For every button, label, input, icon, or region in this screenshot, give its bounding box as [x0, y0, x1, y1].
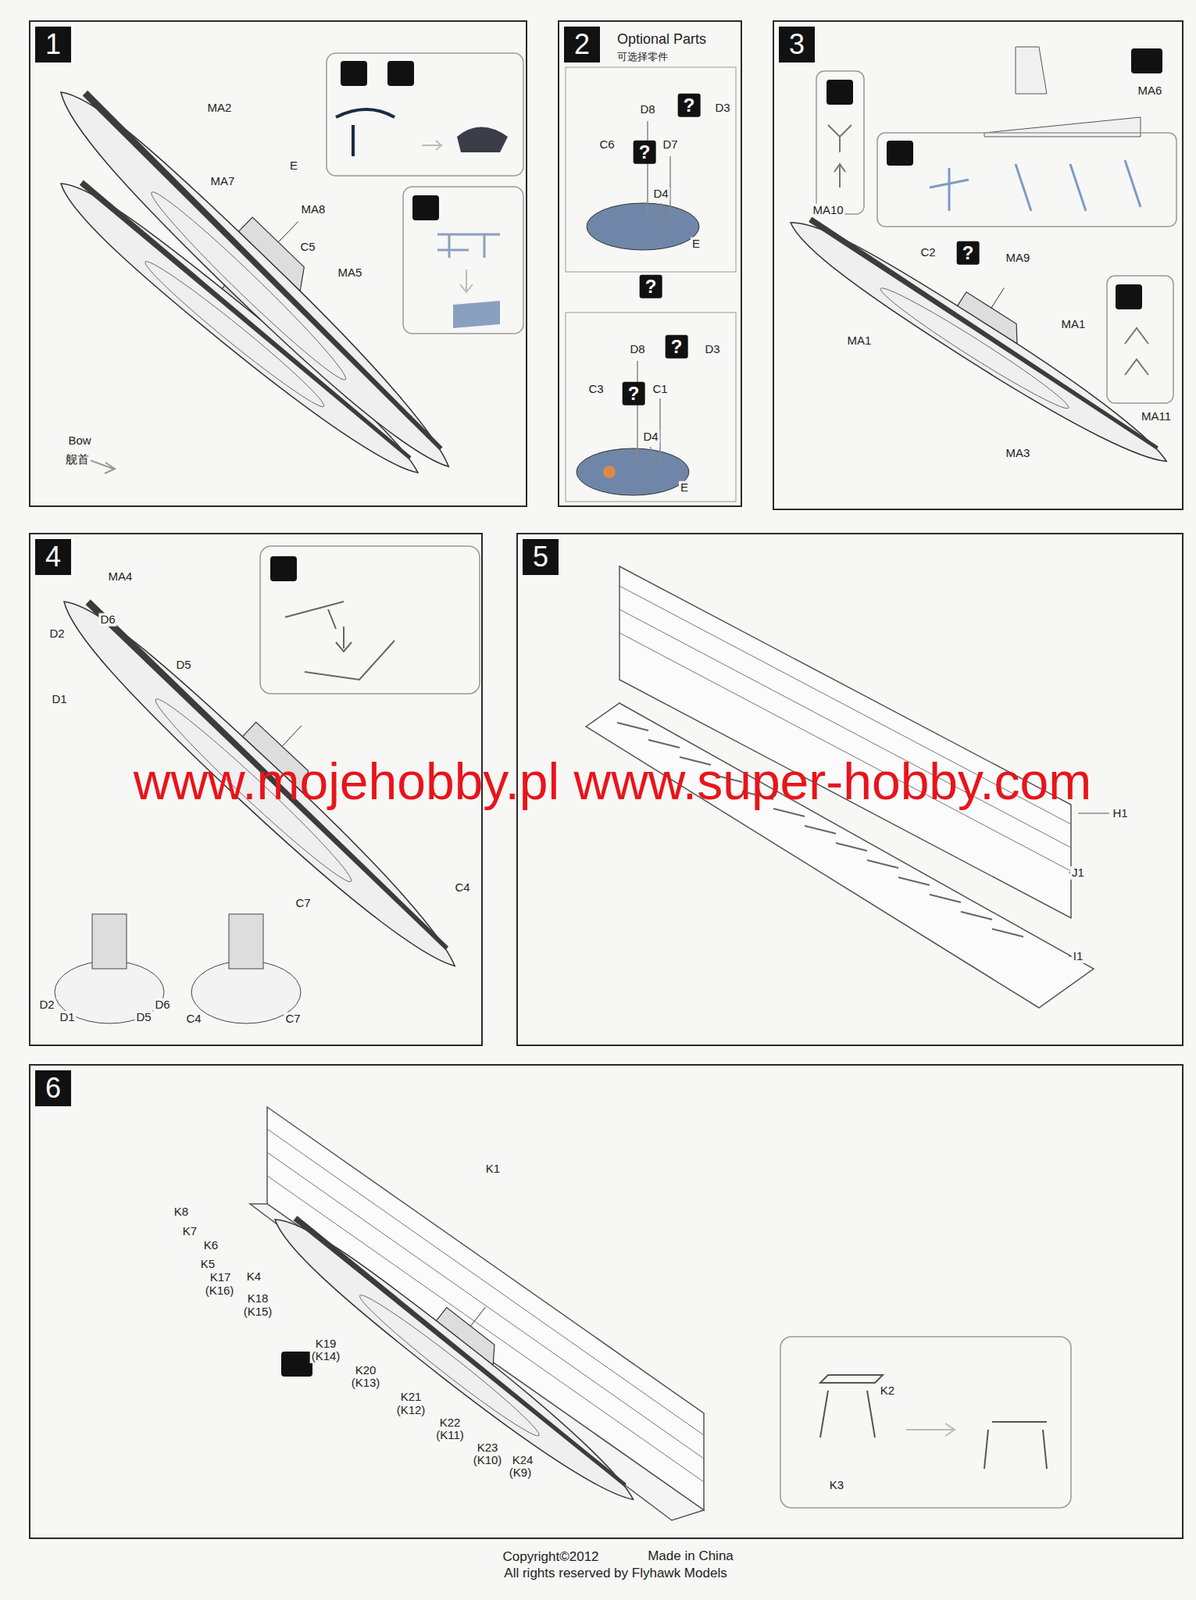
part-label: K7 — [181, 1224, 199, 1239]
part-label: K21 — [399, 1390, 424, 1404]
part-label: I1 — [1071, 949, 1086, 964]
watermark: www.mojehobby.pl www.super-hobby.com — [133, 753, 1092, 811]
part-label: 舰首 — [64, 453, 91, 467]
copyright-note: Made in China — [646, 1549, 736, 1564]
optional-icon: ? — [678, 93, 701, 118]
step-number: 2 — [564, 26, 600, 63]
part-label: MA8 — [299, 203, 328, 217]
optional-icon: ? — [622, 382, 646, 406]
part-label: (K12) — [395, 1403, 428, 1418]
step-number: 3 — [778, 26, 815, 63]
part-label: MA1 — [846, 334, 874, 348]
part-label: D4 — [641, 430, 660, 444]
step-number: 1 — [35, 26, 72, 63]
part-label: D5 — [134, 1010, 153, 1025]
part-label: C4 — [184, 1012, 203, 1026]
part-label: D6 — [98, 613, 117, 627]
part-label: K2 — [878, 1384, 897, 1398]
part-label: D8 — [638, 103, 657, 117]
part-label: K19 — [314, 1337, 339, 1351]
step-number: 5 — [522, 539, 559, 575]
part-label: MA11 — [1139, 410, 1173, 424]
part-label: (K16) — [203, 1284, 236, 1298]
optional-icon: ? — [956, 241, 980, 265]
part-label: D3 — [713, 101, 732, 115]
part-label: K8 — [172, 1205, 190, 1219]
part-label: MA10 — [810, 203, 845, 218]
step-number: 4 — [35, 539, 72, 575]
part-label: D2 — [47, 627, 66, 641]
part-label: D6 — [153, 998, 172, 1012]
part-label: K1 — [484, 1162, 502, 1176]
part-label: (K10) — [471, 1453, 504, 1468]
part-label: C2 — [918, 246, 937, 260]
optional-icon: ? — [665, 335, 689, 359]
part-label: C4 — [453, 881, 472, 895]
part-label: K24 — [510, 1453, 536, 1468]
part-label: K18 — [246, 1292, 271, 1306]
panel-heading: Optional Parts — [617, 31, 707, 48]
part-label: (K11) — [434, 1428, 466, 1443]
part-label: MA2 — [206, 101, 234, 115]
part-label: C7 — [293, 896, 312, 911]
part-label: MA6 — [1136, 84, 1164, 98]
optional-icon: ? — [639, 274, 663, 299]
part-label: MA3 — [1004, 446, 1032, 461]
step-panel: 6 — [28, 1063, 1184, 1539]
part-label: MA4 — [107, 570, 135, 584]
part-label: D7 — [660, 138, 679, 152]
part-label: C7 — [283, 1012, 302, 1026]
part-label: K20 — [353, 1363, 379, 1378]
step-panel: 1 — [28, 20, 528, 507]
part-label: C3 — [586, 382, 605, 397]
part-label: D5 — [174, 658, 193, 672]
part-label: C5 — [298, 240, 317, 254]
part-label: K3 — [828, 1478, 846, 1493]
panel-heading: 可选择零件 — [617, 49, 668, 65]
part-label: D2 — [37, 998, 56, 1012]
part-label: K4 — [245, 1270, 263, 1284]
part-label: (K14) — [310, 1349, 343, 1364]
step-number: 6 — [35, 1070, 72, 1107]
part-label: MA9 — [1004, 251, 1032, 265]
part-label: D4 — [651, 187, 670, 201]
part-label: K6 — [202, 1238, 220, 1253]
part-label: D3 — [703, 342, 722, 357]
part-label: (K9) — [507, 1466, 533, 1480]
part-label: H1 — [1110, 806, 1129, 821]
copyright-note: Copyright©2012 — [500, 1549, 600, 1565]
part-label: K5 — [199, 1257, 217, 1271]
part-label: Bow — [66, 434, 93, 448]
part-label: E — [690, 237, 702, 251]
part-label: C6 — [597, 138, 616, 152]
part-label: D8 — [628, 342, 647, 357]
part-label: E — [678, 481, 690, 495]
part-label: C1 — [650, 382, 669, 397]
part-label: K22 — [438, 1416, 463, 1430]
part-label: K17 — [208, 1270, 233, 1285]
part-label: E — [288, 159, 300, 173]
part-label: MA1 — [1060, 317, 1088, 332]
copyright-note: All rights reserved by Flyhawk Models — [502, 1566, 729, 1582]
part-label: (K13) — [349, 1376, 383, 1390]
optional-icon: ? — [633, 140, 657, 165]
part-label: K23 — [475, 1441, 500, 1455]
part-label: J1 — [1070, 866, 1086, 880]
part-label: (K15) — [242, 1305, 275, 1319]
part-label: D1 — [49, 692, 68, 707]
part-label: MA7 — [209, 174, 237, 189]
step-panel: 3 — [772, 20, 1184, 511]
part-label: MA5 — [336, 266, 365, 280]
part-label: D1 — [57, 1010, 76, 1025]
